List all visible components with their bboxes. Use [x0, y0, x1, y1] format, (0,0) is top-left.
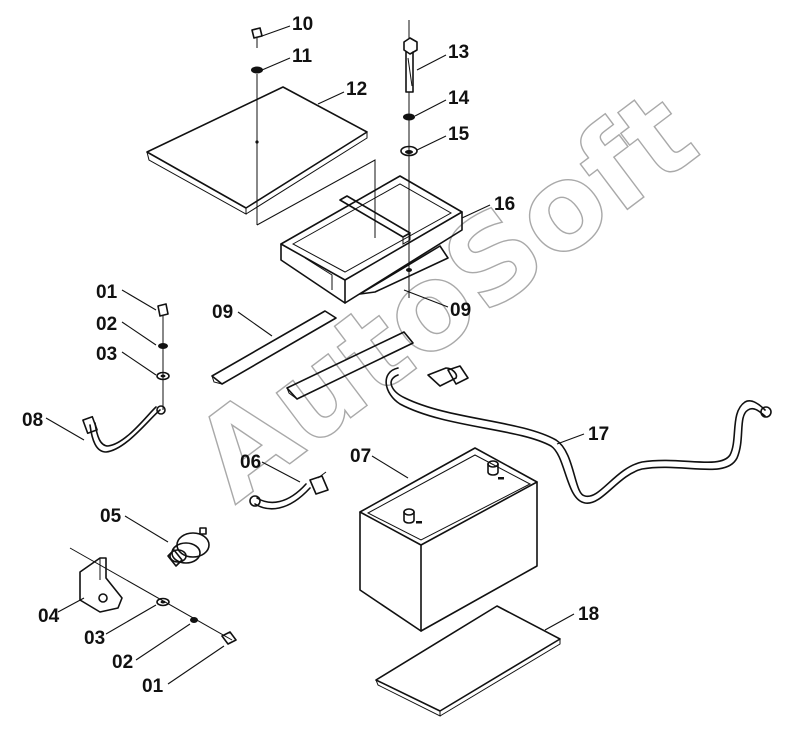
label-18: 18: [578, 604, 599, 625]
bolt-01-bottom: [221, 631, 237, 645]
label-13: 13: [448, 42, 469, 63]
master-switch-05: [167, 527, 210, 567]
label-04: 04: [38, 606, 60, 627]
battery-cable-17: [385, 365, 772, 504]
label-11: 11: [292, 46, 313, 67]
label-01-bottom: 01: [142, 676, 164, 697]
label-15: 15: [448, 124, 470, 145]
washer-03-bottom: [156, 597, 170, 607]
label-07: 07: [350, 446, 371, 467]
label-03-bottom: 03: [84, 628, 105, 649]
label-14: 14: [448, 88, 470, 109]
strip-09-left: [211, 310, 337, 385]
label-05: 05: [100, 506, 122, 527]
bolt-10: [251, 27, 263, 48]
battery-07: [359, 447, 538, 632]
label-03-top: 03: [96, 344, 117, 365]
label-08: 08: [22, 410, 43, 431]
washer-14: [403, 113, 415, 121]
nut-15: [400, 145, 418, 157]
part-number-labels: 10 11 12 13 14 15 16 01 02 03 09 09 08 1…: [22, 14, 609, 697]
washer-11: [251, 66, 263, 74]
axis-line-bracket: [69, 547, 233, 641]
ground-cable-08: [82, 405, 166, 453]
label-09-left: 09: [212, 302, 233, 323]
cable-06: [249, 471, 329, 510]
label-17: 17: [588, 424, 609, 445]
leader-lines: [45, 25, 585, 685]
battery-mat-18: [375, 605, 561, 717]
bracket-04: [79, 557, 123, 613]
strip-09-right: [286, 331, 414, 400]
label-12: 12: [346, 79, 367, 100]
label-10: 10: [292, 14, 313, 35]
label-16: 16: [494, 194, 515, 215]
label-01-top: 01: [96, 282, 118, 303]
label-02-bottom: 02: [112, 652, 133, 673]
long-bolt-13: [403, 20, 418, 93]
label-09-right: 09: [450, 300, 471, 321]
label-02-top: 02: [96, 314, 117, 335]
bolt-01-top: [157, 303, 169, 330]
lid-plate-12: [146, 86, 368, 215]
label-06: 06: [240, 452, 261, 473]
washer-02-bottom: [190, 617, 198, 623]
axis-line-lid: [256, 159, 376, 238]
